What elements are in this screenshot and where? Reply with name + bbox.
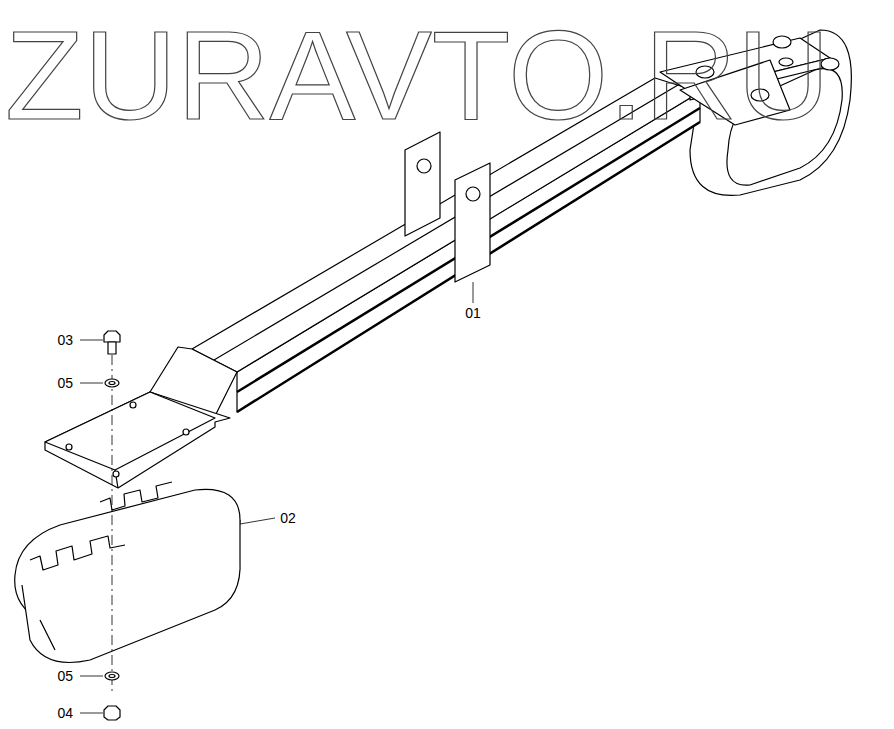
watermark: ZURAVTO.RU (5, 12, 830, 139)
callout-number: 01 (465, 305, 481, 321)
upright-tabs (405, 132, 490, 282)
callout-number: 03 (57, 332, 73, 348)
callout-number: 05 (57, 375, 73, 391)
left-end-plate (45, 347, 237, 488)
fasteners (104, 331, 120, 720)
callout-number: 02 (280, 510, 296, 526)
callout-number: 05 (57, 668, 73, 684)
left-bracket (15, 482, 240, 663)
leader-lines (80, 282, 473, 713)
callout-number: 04 (57, 705, 73, 721)
